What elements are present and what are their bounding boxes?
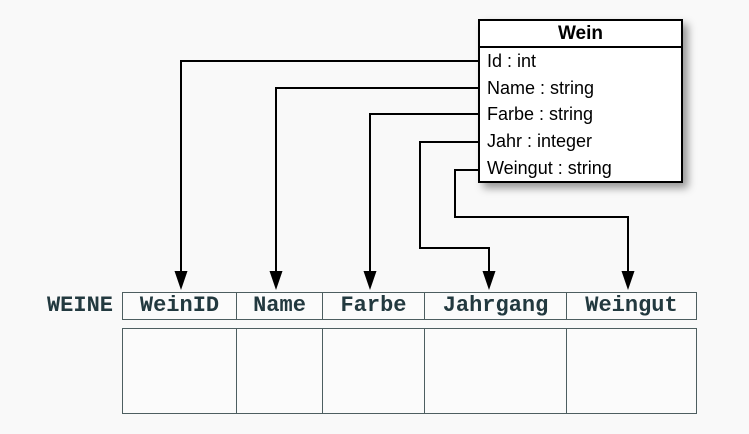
column-header-jahrgang: Jahrgang xyxy=(425,293,567,319)
table-name-label: WEINE xyxy=(46,293,113,318)
connector-name-to-name xyxy=(269,87,479,290)
class-box-wein: Wein Id : int Name : string Farbe : stri… xyxy=(478,19,683,183)
body-cell-jahrgang xyxy=(425,329,567,413)
class-attribute-jahr: Jahr : integer xyxy=(487,131,593,152)
body-cell-name xyxy=(237,329,323,413)
table-body-row xyxy=(122,328,697,414)
table-header-row: WeinID Name Farbe Jahrgang Weingut xyxy=(122,292,697,320)
column-header-weinid: WeinID xyxy=(123,293,237,319)
class-attribute-id: Id : int xyxy=(487,51,537,72)
connector-farbe-to-farbe xyxy=(363,113,479,290)
connector-weingut-to-weingut xyxy=(454,169,635,290)
body-cell-weingut xyxy=(567,329,696,413)
class-attribute-weingut: Weingut : string xyxy=(487,157,612,178)
column-header-weingut: Weingut xyxy=(585,293,678,318)
class-attribute-name: Name : string xyxy=(487,77,595,98)
column-header-farbe: Farbe xyxy=(323,293,425,319)
class-title: Wein xyxy=(480,21,681,48)
connector-id-to-weinid xyxy=(174,60,479,290)
class-attribute-farbe: Farbe : string xyxy=(487,104,594,125)
body-cell-farbe xyxy=(323,329,425,413)
column-header-name: Name xyxy=(237,293,323,319)
body-cell-weinid xyxy=(123,329,237,413)
class-attribute-list: Id : int Name : string Farbe : string Ja… xyxy=(480,48,681,181)
